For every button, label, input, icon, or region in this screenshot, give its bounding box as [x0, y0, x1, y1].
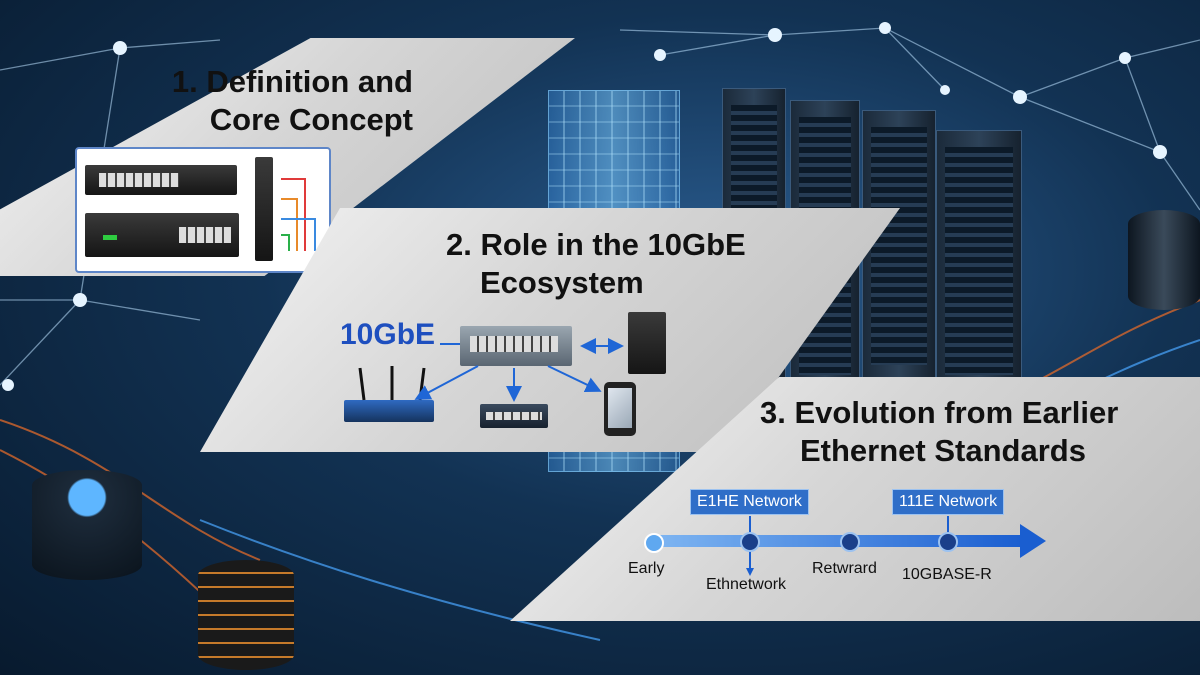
cylinder-device [1128, 210, 1200, 310]
switch-device [85, 213, 239, 257]
timeline-label-10gbase-r: 10GBASE-R [902, 566, 992, 583]
server-rack [862, 110, 936, 382]
timeline-dot [938, 532, 958, 552]
panel1-title-line1: 1. Definition and [171, 64, 413, 99]
switch-device [85, 165, 237, 195]
router-hub [32, 470, 142, 580]
panel2-title: 2. Role in the 10GbE Ecosystem [446, 226, 786, 302]
timeline-dot [840, 532, 860, 552]
desktop-tower-icon [628, 312, 666, 374]
panel1-title-line2: Core Concept [209, 102, 413, 137]
central-switch-icon [460, 326, 572, 366]
panel2-title-line1: 2. Role in the 10GbE [446, 227, 746, 262]
panel3-title-line1: 3. Evolution from Earlier [760, 395, 1119, 430]
panel3-title-line2: Ethernet Standards [800, 433, 1086, 468]
timeline-dot [740, 532, 760, 552]
timeline-label-early: Early [628, 560, 665, 577]
panel2-title-line2: Ecosystem [480, 265, 644, 300]
timeline-tag-e1he: E1HE Network [690, 489, 809, 515]
10gbe-label: 10GbE [340, 318, 436, 351]
cable-diagram [281, 178, 316, 251]
timeline-label-retwrard: Retwrard [812, 560, 877, 577]
timeline-label-ethnetwork: Ethnetwork [706, 576, 787, 593]
server-rack [936, 130, 1022, 392]
panel3-title: 3. Evolution from Earlier Ethernet Stand… [760, 394, 1180, 470]
switch-module [255, 157, 273, 261]
network-switch-icon [480, 404, 548, 428]
panel1-title: 1. Definition and Core Concept [110, 63, 413, 139]
cylinder-device [198, 560, 294, 670]
switch-product-image [75, 147, 331, 273]
wifi-router-icon [344, 400, 434, 422]
timeline-tag-111e: 111E Network [892, 489, 1005, 515]
smartphone-icon [604, 382, 636, 436]
timeline-dot [644, 533, 664, 553]
